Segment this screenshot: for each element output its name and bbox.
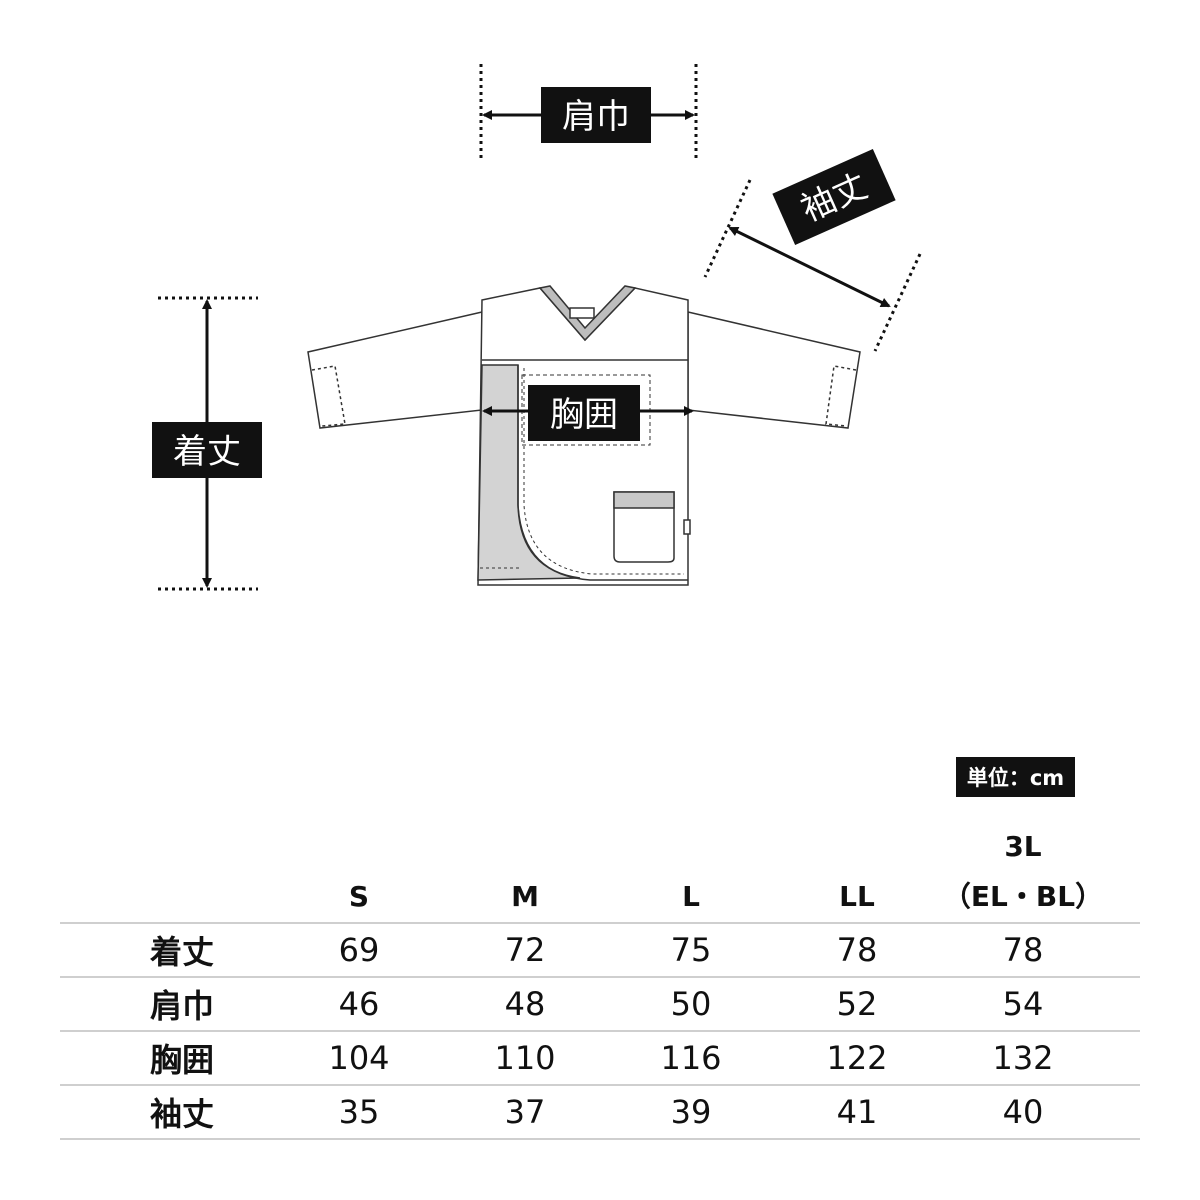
size-header-l: L bbox=[608, 815, 774, 922]
garment-measurement-diagram: 肩巾 袖丈 胸囲 着丈 bbox=[152, 64, 922, 591]
table-row-chest: 胸囲 104 110 116 122 132 bbox=[60, 1032, 1140, 1086]
size-header-line2: M bbox=[511, 880, 539, 913]
size-header-line1: 3L bbox=[1004, 830, 1042, 863]
neck-label bbox=[569, 307, 595, 319]
table-row-length: 着丈 69 72 75 78 78 bbox=[60, 924, 1140, 978]
table-cell: 78 bbox=[836, 931, 878, 969]
table-cell: 46 bbox=[338, 985, 380, 1023]
table-cell: 37 bbox=[504, 1093, 546, 1131]
size-header-s: S bbox=[276, 815, 442, 922]
sleeve-length-dimension: 袖丈 bbox=[703, 149, 922, 352]
table-cell: 69 bbox=[338, 931, 380, 969]
table-cell: 35 bbox=[338, 1093, 380, 1131]
table-cell: 72 bbox=[504, 931, 546, 969]
table-cell: 48 bbox=[504, 985, 546, 1023]
chest-dimension: 胸囲 bbox=[482, 385, 694, 441]
table-cell: 78 bbox=[1002, 931, 1044, 969]
collar bbox=[538, 285, 637, 342]
size-header-line2: L bbox=[682, 880, 700, 913]
size-header-3l: 3L （EL・BL） bbox=[940, 815, 1106, 922]
table-cell: 40 bbox=[1002, 1093, 1044, 1131]
shoulder-label-box bbox=[541, 87, 651, 143]
table-cell: 122 bbox=[826, 1039, 888, 1077]
table-cell: 116 bbox=[660, 1039, 722, 1077]
chest-label: 胸囲 bbox=[550, 395, 618, 435]
row-label: 着丈 bbox=[150, 933, 215, 971]
left-sleeve bbox=[307, 311, 483, 429]
table-cell: 75 bbox=[670, 931, 712, 969]
lower-pocket bbox=[613, 491, 675, 563]
length-label-box bbox=[152, 422, 262, 478]
size-table: S M L LL 3L （EL・BL） 着丈 69 72 75 78 78 肩巾 bbox=[60, 815, 1140, 1140]
shoulder-label: 肩巾 bbox=[562, 97, 630, 137]
row-label: 肩巾 bbox=[150, 987, 215, 1025]
table-cell: 52 bbox=[836, 985, 878, 1023]
table-cell: 50 bbox=[670, 985, 712, 1023]
size-header-ll: LL bbox=[774, 815, 940, 922]
sleeve-label-box bbox=[772, 149, 896, 245]
table-cell: 110 bbox=[494, 1039, 556, 1077]
size-header-line2: （EL・BL） bbox=[942, 880, 1104, 913]
table-cell: 132 bbox=[992, 1039, 1054, 1077]
chest-label-box bbox=[528, 385, 640, 441]
size-header-row: S M L LL 3L （EL・BL） bbox=[60, 815, 1140, 922]
table-row-shoulder: 肩巾 46 48 50 52 54 bbox=[60, 978, 1140, 1032]
size-header-m: M bbox=[442, 815, 608, 922]
length-label: 着丈 bbox=[173, 432, 241, 472]
size-header-line2: LL bbox=[839, 880, 875, 913]
table-cell: 39 bbox=[670, 1093, 712, 1131]
row-label: 胸囲 bbox=[150, 1041, 215, 1079]
body-length-dimension: 着丈 bbox=[152, 296, 262, 591]
size-header-line2: S bbox=[348, 880, 370, 913]
unit-badge: 単位：cm bbox=[956, 757, 1075, 797]
shoulder-width-dimension: 肩巾 bbox=[479, 64, 698, 162]
table-cell: 104 bbox=[328, 1039, 390, 1077]
table-cell: 41 bbox=[836, 1093, 878, 1131]
table-row-sleeve: 袖丈 35 37 39 41 40 bbox=[60, 1086, 1140, 1140]
table-cell: 54 bbox=[1002, 985, 1044, 1023]
row-label: 袖丈 bbox=[150, 1095, 215, 1133]
size-table-body: 着丈 69 72 75 78 78 肩巾 46 48 50 52 54 胸囲 1… bbox=[60, 922, 1140, 1140]
